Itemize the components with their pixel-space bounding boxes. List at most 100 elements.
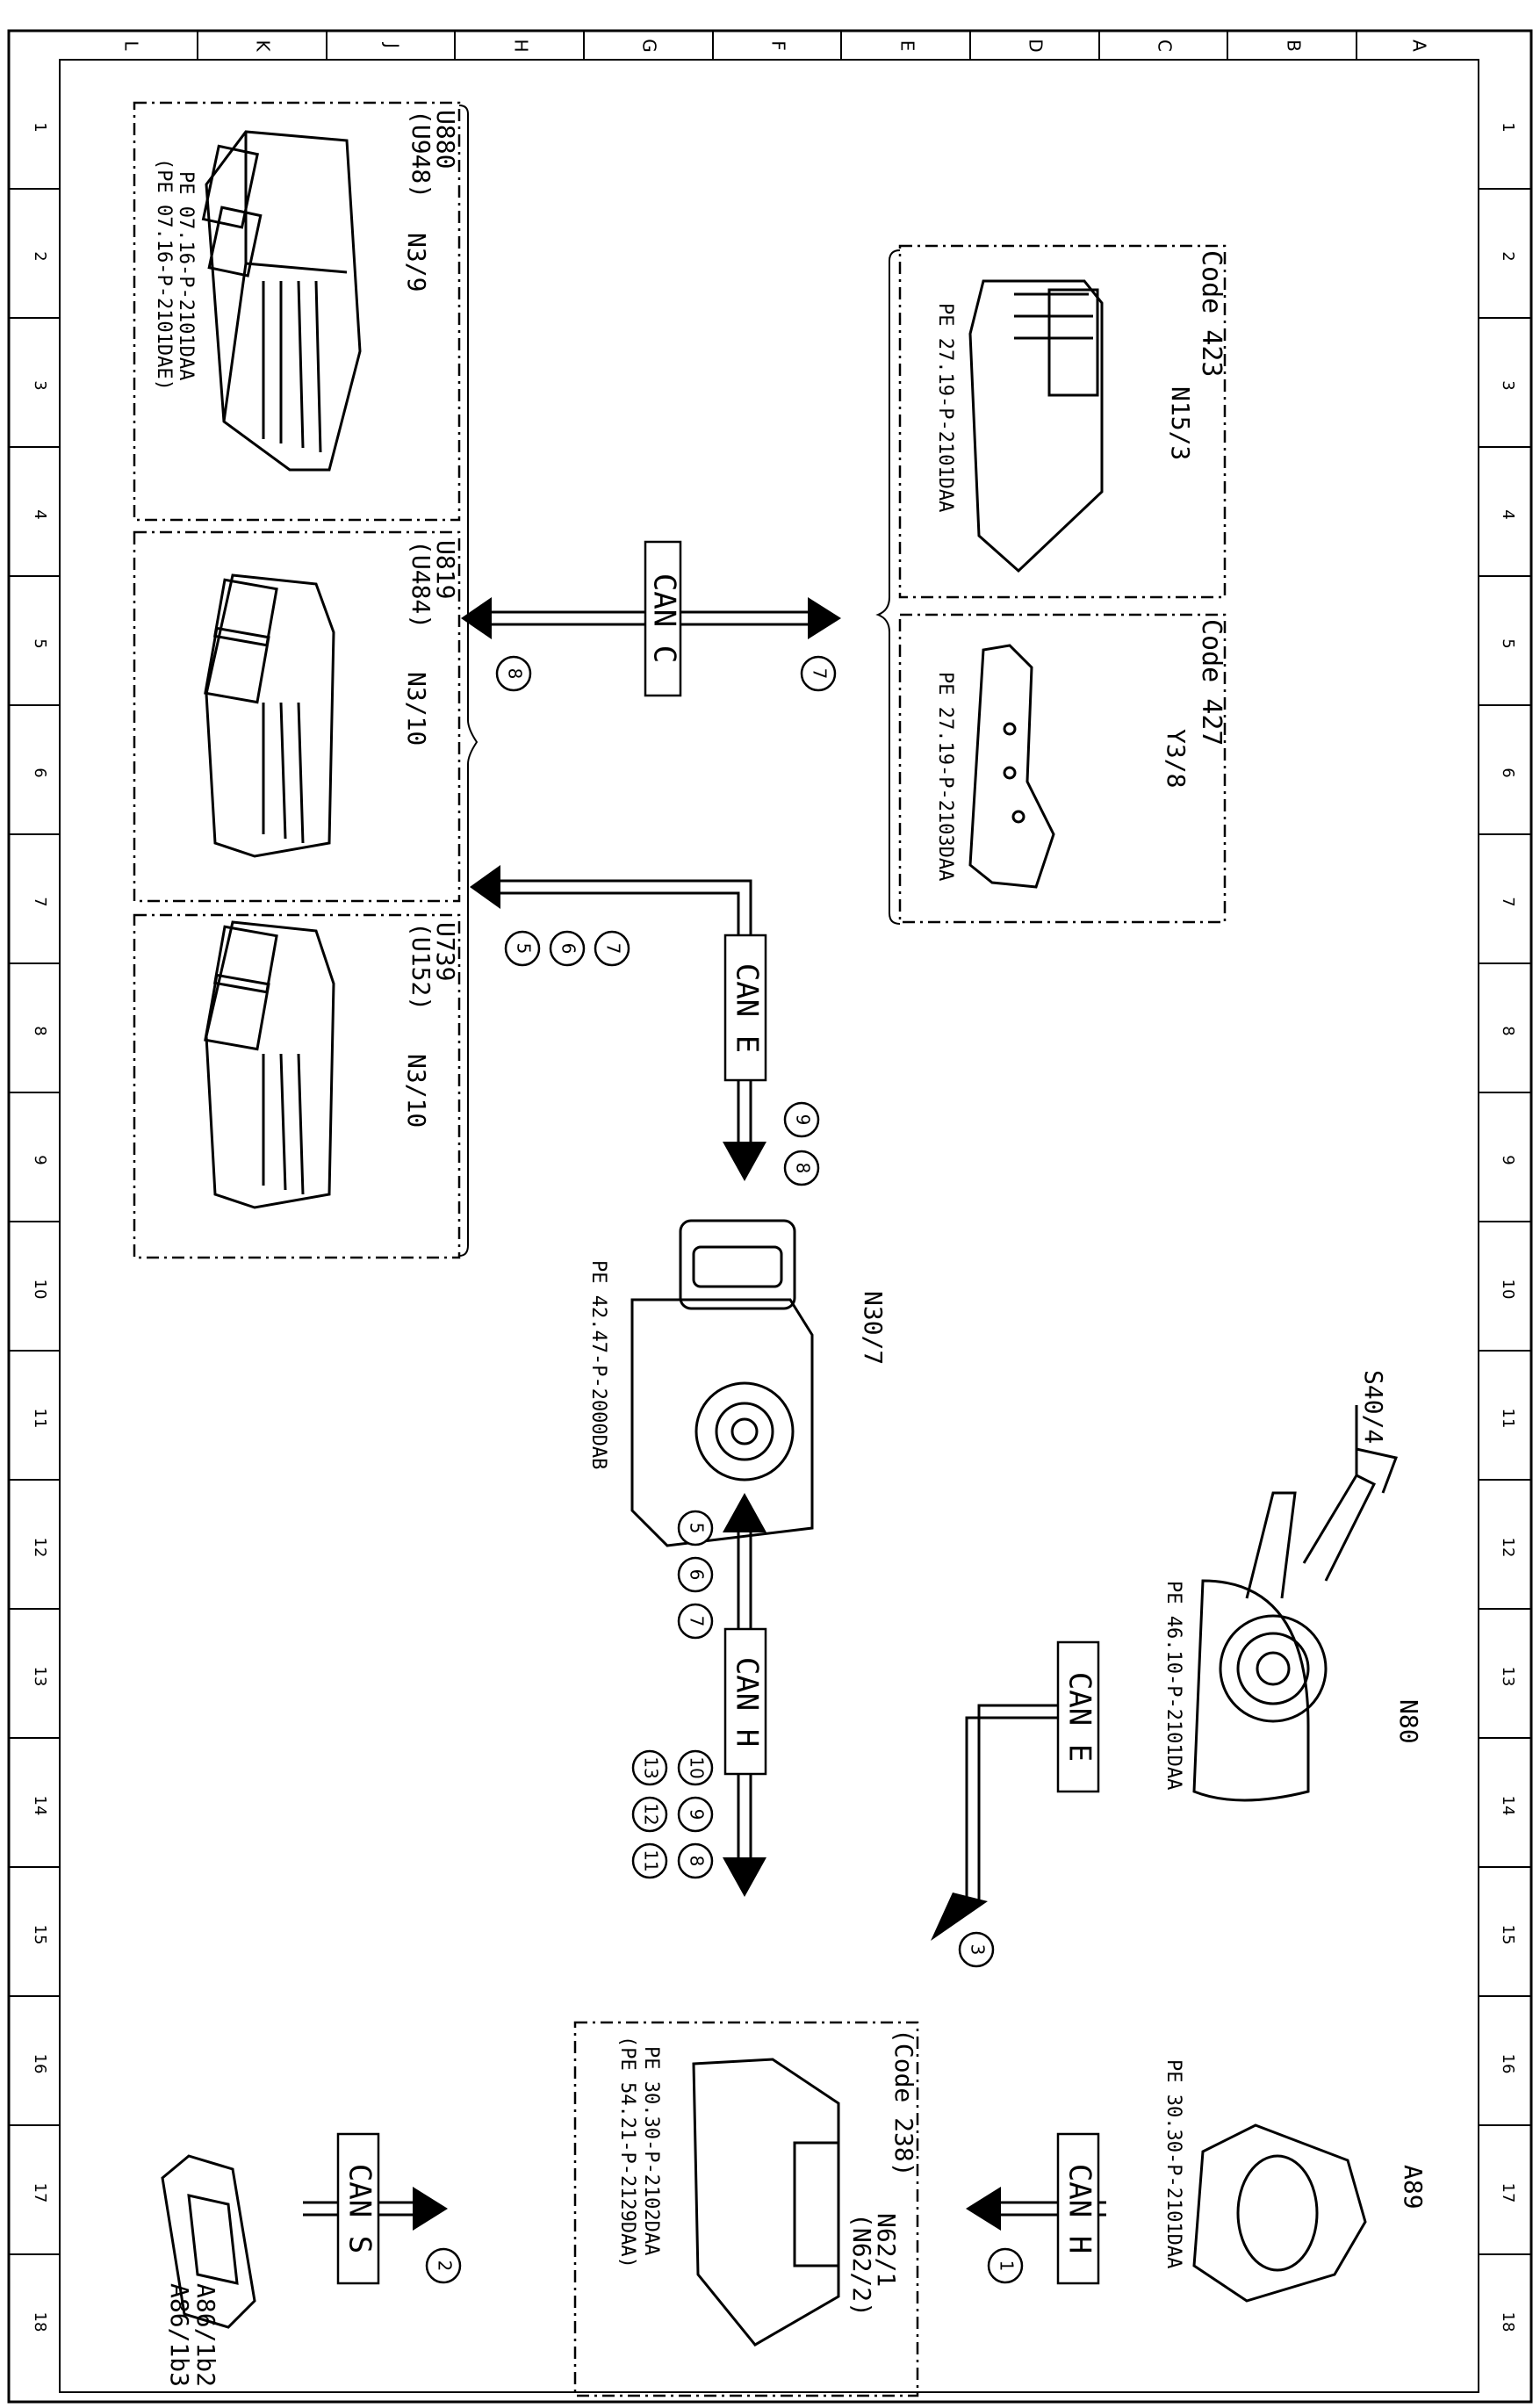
dashed-boxes <box>133 101 1227 2397</box>
marker-number: 10 <box>687 1756 708 1778</box>
col-letter: D <box>1025 39 1047 52</box>
row-number: 3 <box>1499 380 1517 390</box>
s40-4-id: S40/4 <box>1359 1370 1388 1444</box>
col-letter: C <box>1155 40 1176 52</box>
can-e-top-label: CAN E <box>730 963 765 1053</box>
row-number: 10 <box>1499 1280 1517 1300</box>
row-numbers: 1 1 2 2 3 3 4 4 5 5 6 6 7 7 8 8 9 9 10 1… <box>31 122 1517 2332</box>
col-letter: B <box>1284 40 1305 52</box>
a86-id1: A86/1b2 <box>191 2283 220 2387</box>
row-number: 4 <box>1499 509 1517 519</box>
arrow-right <box>413 2187 448 2231</box>
n15-3-code: Code 423 <box>1196 250 1227 378</box>
u739-code-alt: (U152) <box>407 922 435 1011</box>
row-number: 4 <box>31 509 49 519</box>
radar-sensor-a89-icon <box>1192 2123 1367 2303</box>
n15-3-box <box>898 244 1227 599</box>
u880-ref1: PE 07.16-P-2101DAA <box>175 171 197 380</box>
row-number: 2 <box>1499 251 1517 261</box>
can-c-label: CAN C <box>647 573 682 663</box>
row-number: 15 <box>1499 1925 1517 1945</box>
ecu-n3-9-icon <box>201 130 362 472</box>
row-number: 1 <box>31 122 49 132</box>
marker-circle <box>425 2247 462 2284</box>
sensor-a86-icon <box>161 2154 256 2329</box>
u739-id: N3/10 <box>402 1054 431 1128</box>
row-number: 11 <box>31 1409 49 1429</box>
column-letters: L K J H G F E D C B A <box>121 39 1430 53</box>
marker-circle <box>549 930 586 967</box>
col-letter: G <box>639 39 660 53</box>
can-e-right-line <box>977 1704 1093 1901</box>
marker-circle <box>631 1842 668 1879</box>
marker-number: 5 <box>687 1523 708 1534</box>
module-n62-1-icon <box>692 2058 840 2347</box>
row-number: 8 <box>31 1026 49 1035</box>
col-letter: K <box>253 40 274 52</box>
braces <box>458 105 901 1257</box>
u880-code-alt: (U948) <box>407 110 435 198</box>
row-number: 17 <box>31 2183 49 2203</box>
marker-number: 8 <box>505 668 526 680</box>
valve-body-y3-8-icon <box>968 644 1055 889</box>
y3-8-box <box>898 613 1227 924</box>
marker-circle <box>677 1603 714 1640</box>
marker-number: 7 <box>603 943 624 955</box>
n62-1-id: N62/1 <box>872 2213 901 2287</box>
row-number: 18 <box>1499 2312 1517 2332</box>
bus-labels: CAN C CAN E CAN H CAN E CAN H CAN S <box>342 573 1097 2253</box>
arrow-right <box>808 597 841 639</box>
u880-box <box>133 101 461 522</box>
can-e-right-label: CAN E <box>1062 1672 1097 1762</box>
marker-number: 5 <box>514 943 535 955</box>
row-number: 5 <box>31 638 49 648</box>
arrow-down <box>723 1857 766 1897</box>
u880-ref2: (PE 07.16-P-2101DAE) <box>153 158 175 391</box>
col-letter: L <box>121 40 142 51</box>
component-labels: U880 (U948) N3/9 PE 07.16-P-2101DAA (PE … <box>153 110 1428 2387</box>
can-e-right-line <box>965 1716 1093 1901</box>
a89-ref: PE 30.30-P-2101DAA <box>1162 2059 1184 2268</box>
row-number: 7 <box>1499 897 1517 906</box>
marker-number: 1 <box>997 2260 1018 2272</box>
marker-circle <box>677 1510 714 1546</box>
marker-number: 13 <box>641 1756 662 1778</box>
bus-label-boxes <box>336 540 1100 2285</box>
marker-circle <box>631 1749 668 1786</box>
marker-circle <box>800 655 837 692</box>
ecu-n3-10-icon <box>204 573 335 858</box>
col-letter: E <box>897 40 918 52</box>
row-number: 6 <box>1499 768 1517 777</box>
u880-id: N3/9 <box>402 233 431 292</box>
u739-box <box>133 913 461 1259</box>
marker-number: 8 <box>687 1856 708 1867</box>
n15-3-ref: PE 27.19-P-2101DAA <box>934 303 956 512</box>
marker-circle <box>594 930 630 967</box>
row-number: 15 <box>31 1925 49 1945</box>
can-h-right-label: CAN H <box>1062 2164 1097 2253</box>
can-c-label-box <box>644 540 682 697</box>
marker-circle <box>677 1796 714 1833</box>
row-number: 9 <box>1499 1155 1517 1164</box>
marker-number: 3 <box>968 1944 989 1956</box>
y3-8-code: Code 427 <box>1196 619 1227 746</box>
left-brace <box>458 105 479 1257</box>
row-number: 13 <box>1499 1667 1517 1687</box>
arrow-up <box>723 1493 766 1532</box>
n30-7-ref: PE 42.47-P-2000DAB <box>587 1260 609 1469</box>
row-number: 10 <box>31 1280 49 1300</box>
row-number: 7 <box>31 897 49 906</box>
row-number: 16 <box>31 2054 49 2074</box>
marker-circle <box>783 1101 820 1138</box>
row-number: 11 <box>1499 1409 1517 1429</box>
marker-number: 6 <box>558 943 579 955</box>
marker-circle <box>783 1150 820 1186</box>
marker-number: 9 <box>793 1114 814 1126</box>
marker-numbers: 8 7 7 6 5 9 8 5 6 7 10 9 8 13 12 11 3 1 … <box>435 668 1018 2272</box>
marker-number: 8 <box>793 1163 814 1174</box>
row-number: 16 <box>1499 2054 1517 2074</box>
can-e-right-label-box <box>1056 1640 1100 1793</box>
marker-number: 6 <box>687 1569 708 1581</box>
arrow-down <box>723 1142 766 1181</box>
y3-8-ref: PE 27.19-P-2103DAA <box>934 672 956 881</box>
